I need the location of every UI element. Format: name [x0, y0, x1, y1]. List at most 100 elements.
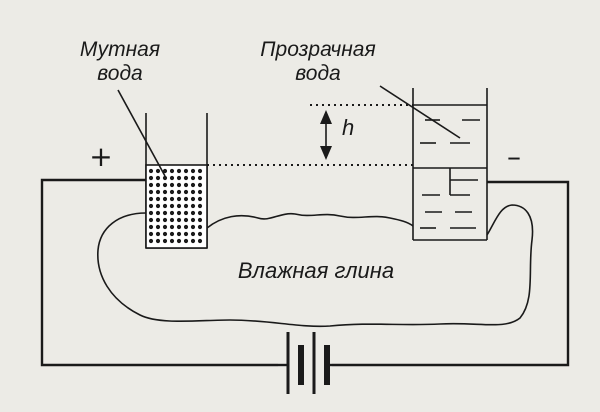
turbid-particle [183, 175, 189, 181]
turbid-particle [190, 217, 196, 223]
circuit-wire [40, 178, 570, 367]
turbid-particle [183, 182, 189, 188]
wet-clay-mass [97, 204, 534, 328]
cloudy-water-label-line2: вода [97, 62, 142, 85]
turbid-particle [190, 189, 196, 195]
turbid-particle [183, 203, 189, 209]
turbid-particle [162, 238, 168, 244]
turbid-particle [169, 231, 175, 237]
turbid-particle [169, 224, 175, 230]
turbid-particle [155, 210, 161, 216]
turbid-particle [162, 182, 168, 188]
turbid-particle [155, 238, 161, 244]
height-arrow [320, 110, 332, 160]
turbid-particle [148, 224, 154, 230]
turbid-particle [197, 210, 203, 216]
turbid-particle [197, 203, 203, 209]
turbid-particle [155, 168, 161, 174]
turbid-particle [190, 168, 196, 174]
turbid-particle [162, 203, 168, 209]
turbid-particle [169, 189, 175, 195]
turbid-particle [190, 238, 196, 244]
turbid-particle [169, 182, 175, 188]
turbid-particle [190, 224, 196, 230]
cloudy-water-vessel [145, 113, 208, 249]
clear-water-label-line1: Прозрачная [260, 38, 375, 61]
turbid-particle [148, 189, 154, 195]
turbid-particle [197, 182, 203, 188]
turbid-particle [155, 175, 161, 181]
turbid-particle [155, 196, 161, 202]
cloudy-water-leader [117, 89, 166, 177]
turbid-particle [155, 189, 161, 195]
turbid-particle [169, 203, 175, 209]
turbid-particle [176, 210, 182, 216]
turbid-particle [169, 168, 175, 174]
turbid-particle [169, 217, 175, 223]
turbid-particle [190, 210, 196, 216]
turbid-particle [148, 182, 154, 188]
turbid-particle [190, 203, 196, 209]
turbid-particle [162, 175, 168, 181]
turbid-particle [176, 175, 182, 181]
turbid-particle [162, 231, 168, 237]
battery-icon [278, 332, 332, 394]
turbid-particle [197, 189, 203, 195]
turbid-particle [183, 168, 189, 174]
turbid-particle [176, 231, 182, 237]
turbid-particle [155, 231, 161, 237]
turbid-particle [197, 224, 203, 230]
turbid-particle [148, 196, 154, 202]
turbid-particle [190, 196, 196, 202]
turbid-particle [183, 238, 189, 244]
negative-terminal-sign: – [507, 140, 521, 173]
turbid-particle [148, 168, 154, 174]
wet-clay-label: Влажная глина [238, 258, 394, 283]
turbid-particle [190, 231, 196, 237]
turbid-particles [148, 168, 203, 244]
turbid-particle [148, 238, 154, 244]
turbid-particle [169, 210, 175, 216]
turbid-particle [176, 217, 182, 223]
turbid-particle [183, 217, 189, 223]
turbid-particle [183, 210, 189, 216]
turbid-particle [183, 231, 189, 237]
turbid-particle [197, 168, 203, 174]
turbid-particle [176, 224, 182, 230]
clear-water-vessel [412, 88, 488, 241]
turbid-particle [197, 196, 203, 202]
turbid-particle [176, 168, 182, 174]
cloudy-water-label-line1: Мутная [80, 38, 160, 61]
turbid-particle [162, 189, 168, 195]
clear-water-label-line2: вода [295, 62, 340, 85]
turbid-particle [176, 182, 182, 188]
turbid-particle [148, 203, 154, 209]
turbid-particle [148, 210, 154, 216]
turbid-particle [155, 217, 161, 223]
turbid-particle [162, 224, 168, 230]
turbid-particle [148, 231, 154, 237]
turbid-particle [169, 238, 175, 244]
turbid-particle [183, 189, 189, 195]
turbid-particle [162, 217, 168, 223]
turbid-particle [197, 238, 203, 244]
turbid-particle [190, 182, 196, 188]
positive-terminal-sign: + [89, 140, 112, 173]
turbid-particle [155, 224, 161, 230]
turbid-particle [176, 189, 182, 195]
turbid-particle [162, 210, 168, 216]
turbid-particle [169, 175, 175, 181]
turbid-particle [148, 175, 154, 181]
turbid-particle [169, 196, 175, 202]
turbid-particle [183, 196, 189, 202]
height-label: h [342, 115, 354, 140]
turbid-particle [176, 238, 182, 244]
turbid-particle [190, 175, 196, 181]
turbid-particle [148, 217, 154, 223]
turbid-particle [162, 196, 168, 202]
turbid-particle [176, 196, 182, 202]
turbid-particle [162, 168, 168, 174]
turbid-particle [197, 175, 203, 181]
